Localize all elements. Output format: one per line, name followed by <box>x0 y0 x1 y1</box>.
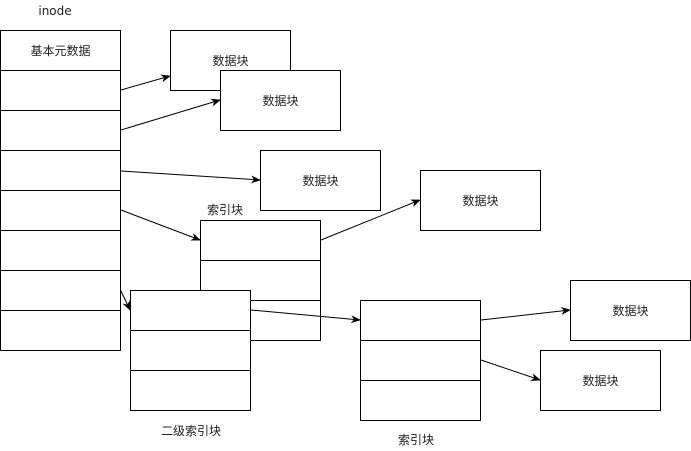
index-block-2-row-1[interactable] <box>360 300 481 341</box>
secondary-index-block-row-2[interactable] <box>130 330 251 371</box>
data-block-6[interactable]: 数据块 <box>540 350 661 411</box>
data-block-4[interactable]: 数据块 <box>420 170 541 231</box>
data-block-5[interactable]: 数据块 <box>570 280 691 341</box>
arrow-index-block-2-to-data-block-6 <box>480 359 541 381</box>
secondary-index-block-row-1[interactable] <box>130 290 251 331</box>
index-block-2-row-2[interactable] <box>360 340 481 381</box>
data-block-3[interactable]: 数据块 <box>260 150 381 211</box>
arrow-inode-to-index-block-1 <box>120 209 201 241</box>
inode-row-metadata[interactable]: 基本元数据 <box>0 30 121 71</box>
arrow-index-block-2-to-data-block-5 <box>480 307 571 321</box>
secondary-index-block-row-3[interactable] <box>130 370 251 411</box>
arrow-inode-to-data-block-1 <box>120 74 171 91</box>
index-block-1-row-1[interactable] <box>200 220 321 261</box>
inode-row-pointer-6[interactable] <box>0 270 121 311</box>
arrow-inode-to-data-block-2 <box>120 98 221 131</box>
inode-row-pointer-3[interactable] <box>0 150 121 191</box>
inode-row-pointer-4[interactable] <box>0 190 121 231</box>
inode-label: inode <box>38 4 72 18</box>
inode-row-pointer-5[interactable] <box>0 230 121 271</box>
index-block-1-label: 索引块 <box>206 203 244 217</box>
data-block-2[interactable]: 数据块 <box>220 70 341 131</box>
inode-row-pointer-2[interactable] <box>0 110 121 151</box>
inode-row-pointer-7[interactable] <box>0 310 121 351</box>
inode-row-pointer-1[interactable] <box>0 70 121 111</box>
index-block-2-row-3[interactable] <box>360 380 481 421</box>
secondary-index-block-label: 二级索引块 <box>160 424 222 438</box>
arrow-inode-to-data-block-3 <box>120 170 261 184</box>
arrow-inode-to-secondary-index-block <box>120 290 131 311</box>
index-block-2-label: 索引块 <box>397 433 435 447</box>
